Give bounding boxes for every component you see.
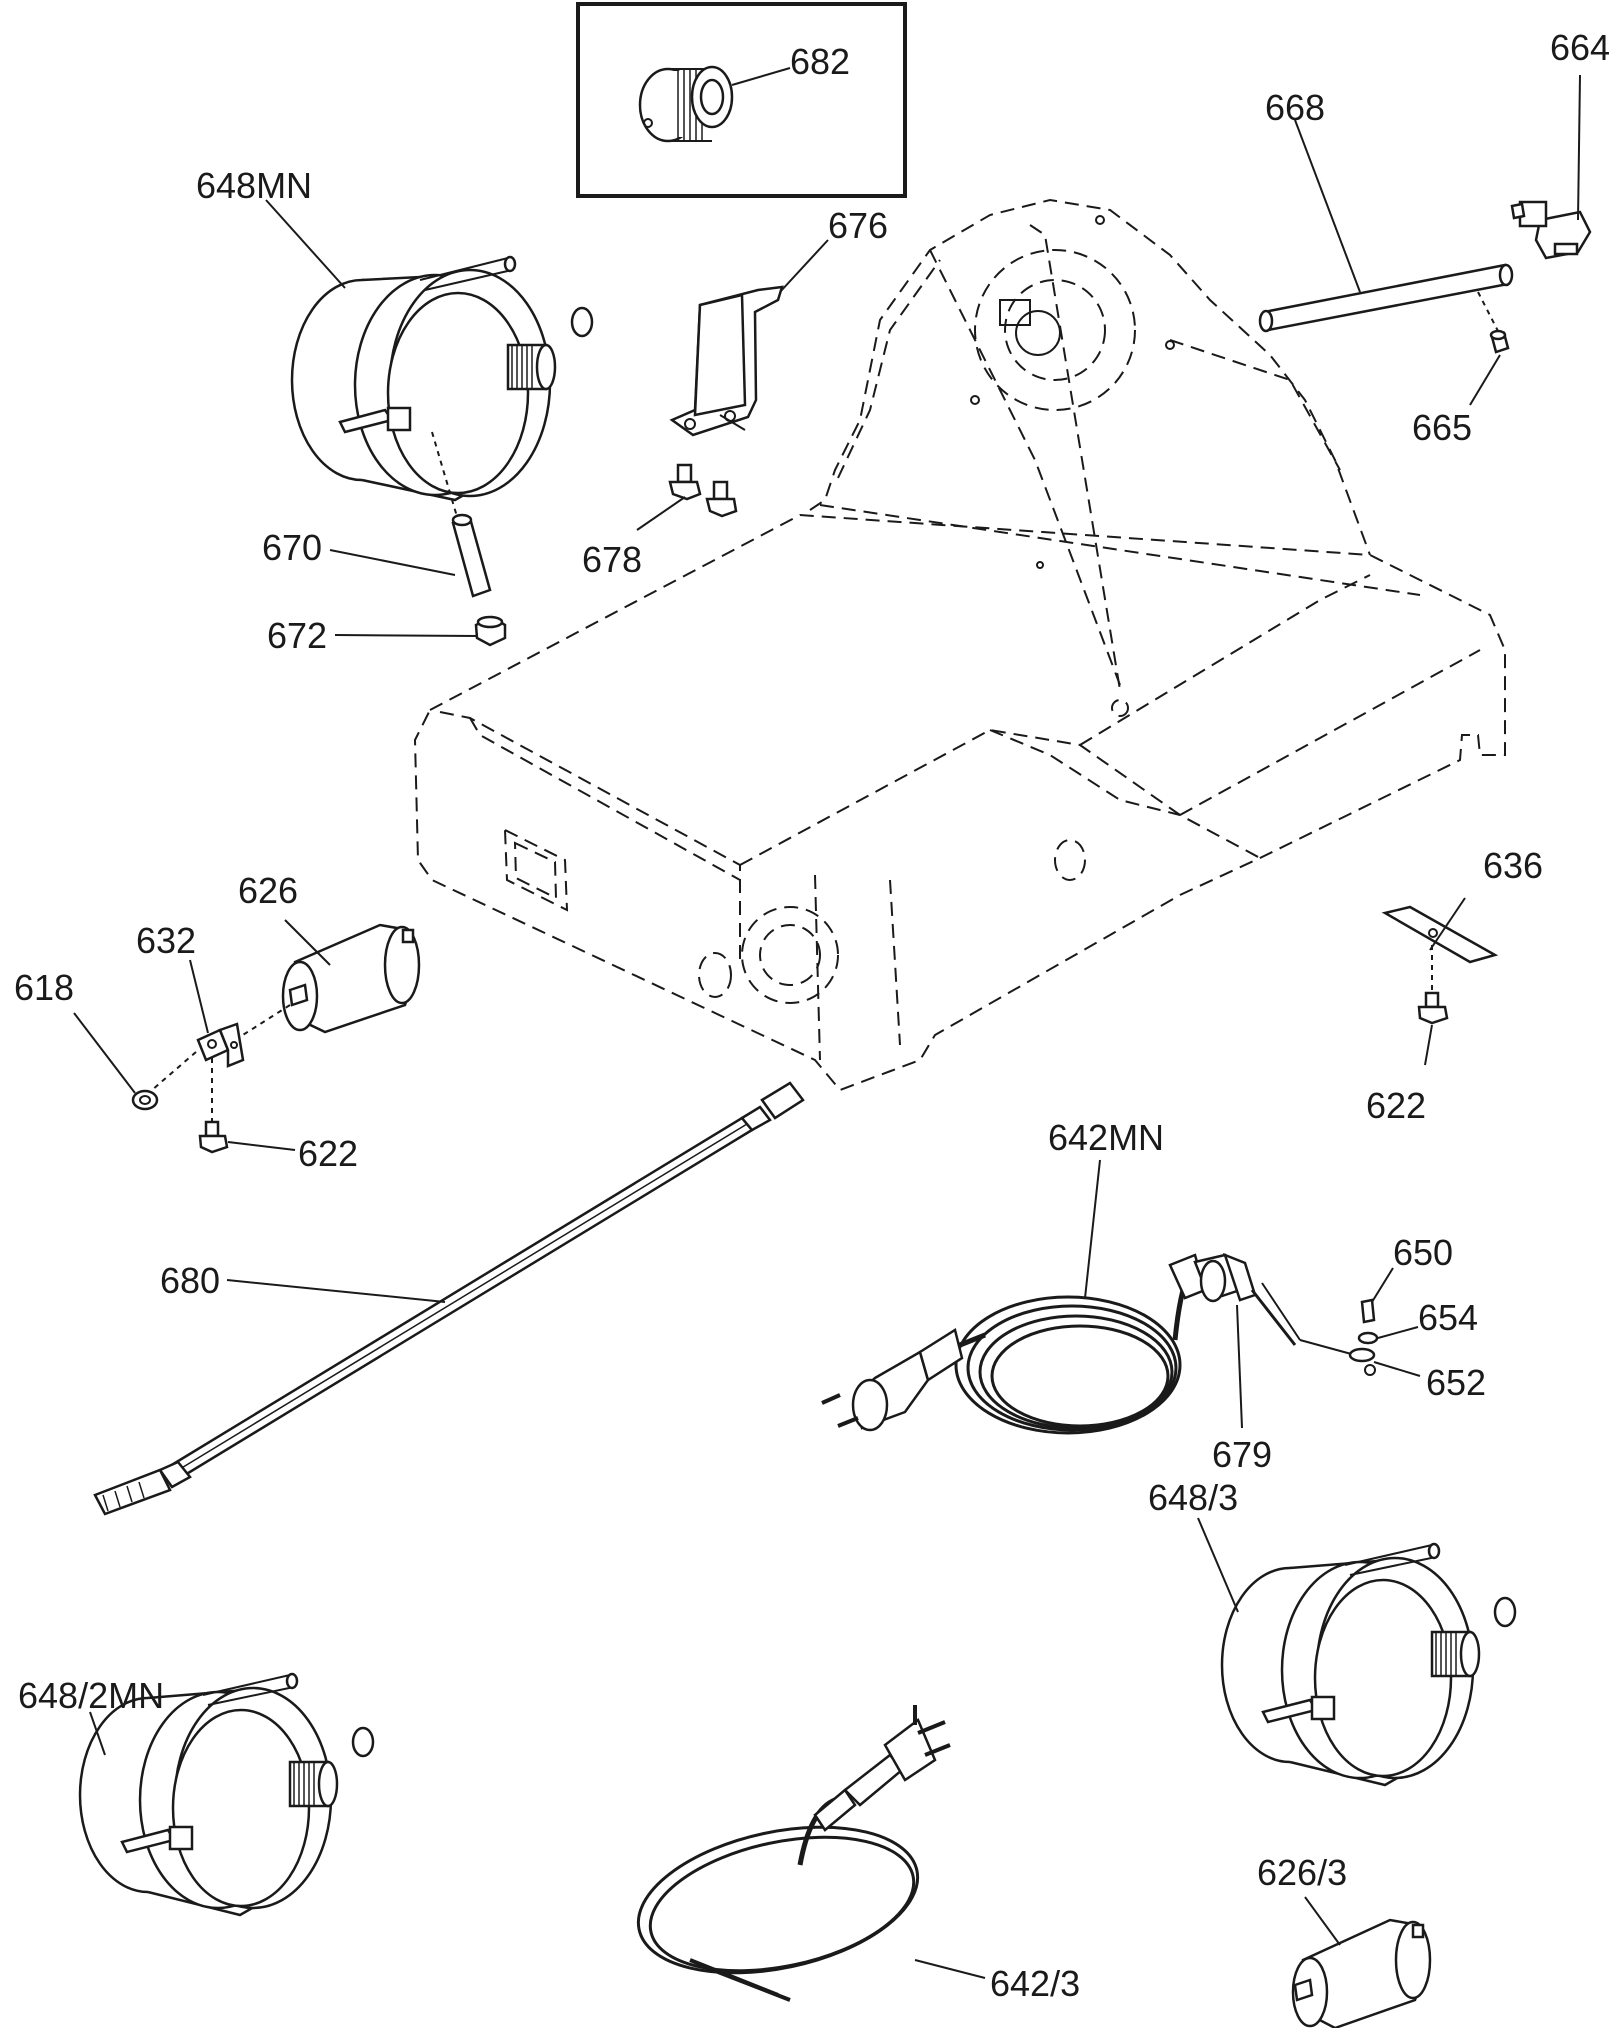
power-cord-642MN: [821, 1253, 1207, 1435]
bracket-676: [669, 285, 784, 437]
screw-678-a: [668, 463, 702, 501]
callout-652: 652: [1426, 1362, 1486, 1403]
switch-664: [1510, 200, 1592, 260]
callout-678: 678: [582, 539, 642, 580]
callout-665: 665: [1412, 407, 1472, 448]
callout-668: 668: [1265, 87, 1325, 128]
rod-668: [1258, 263, 1514, 333]
callout-648-3: 648/3: [1148, 1477, 1238, 1518]
callout-679: 679: [1212, 1434, 1272, 1475]
callout-670: 670: [262, 527, 322, 568]
washer-654: [1357, 1331, 1379, 1345]
fitting-682: [638, 65, 734, 143]
terminal-652: [1348, 1347, 1376, 1376]
base-frame-outline: [413, 198, 1506, 1092]
callout-622-left: 622: [298, 1133, 358, 1174]
bracket-632: [196, 1022, 245, 1068]
callout-626-3: 626/3: [1257, 1852, 1347, 1893]
callout-618: 618: [14, 967, 74, 1008]
screw-678-b: [705, 480, 738, 518]
callout-650: 650: [1393, 1232, 1453, 1273]
callout-622-right: 622: [1366, 1085, 1426, 1126]
callout-654: 654: [1418, 1297, 1478, 1338]
nut-672: [474, 615, 507, 647]
nut-618: [131, 1089, 159, 1111]
callout-632: 632: [136, 920, 196, 961]
sleeve-665: [1489, 329, 1510, 354]
screw-622-left: [198, 1120, 229, 1154]
callout-642-3: 642/3: [990, 1963, 1080, 2004]
callout-626: 626: [238, 870, 298, 911]
pin-670: [451, 513, 492, 598]
callout-664: 664: [1550, 27, 1610, 68]
screw-622-right: [1417, 991, 1449, 1025]
callout-648-2MN: 648/2MN: [18, 1675, 164, 1716]
callout-672: 672: [267, 615, 327, 656]
motor-648MN: [290, 255, 594, 502]
callout-682: 682: [790, 41, 850, 82]
power-cord-642-3: [636, 1705, 951, 2002]
inset-box-682: 682: [576, 2, 907, 198]
motor-648-3: [1220, 1542, 1517, 1787]
callout-642MN: 642MN: [1048, 1117, 1164, 1158]
callout-680: 680: [160, 1260, 220, 1301]
callout-636: 636: [1483, 845, 1543, 886]
callout-648MN: 648MN: [196, 165, 312, 206]
capacitor-626-3: [1291, 1918, 1432, 2030]
screw-650: [1360, 1298, 1376, 1324]
harness-680: [93, 1081, 805, 1516]
gland-679: [1193, 1252, 1356, 1356]
callout-676: 676: [828, 205, 888, 246]
capacitor-626: [281, 923, 421, 1034]
motor-648-2MN: [78, 1672, 375, 1917]
